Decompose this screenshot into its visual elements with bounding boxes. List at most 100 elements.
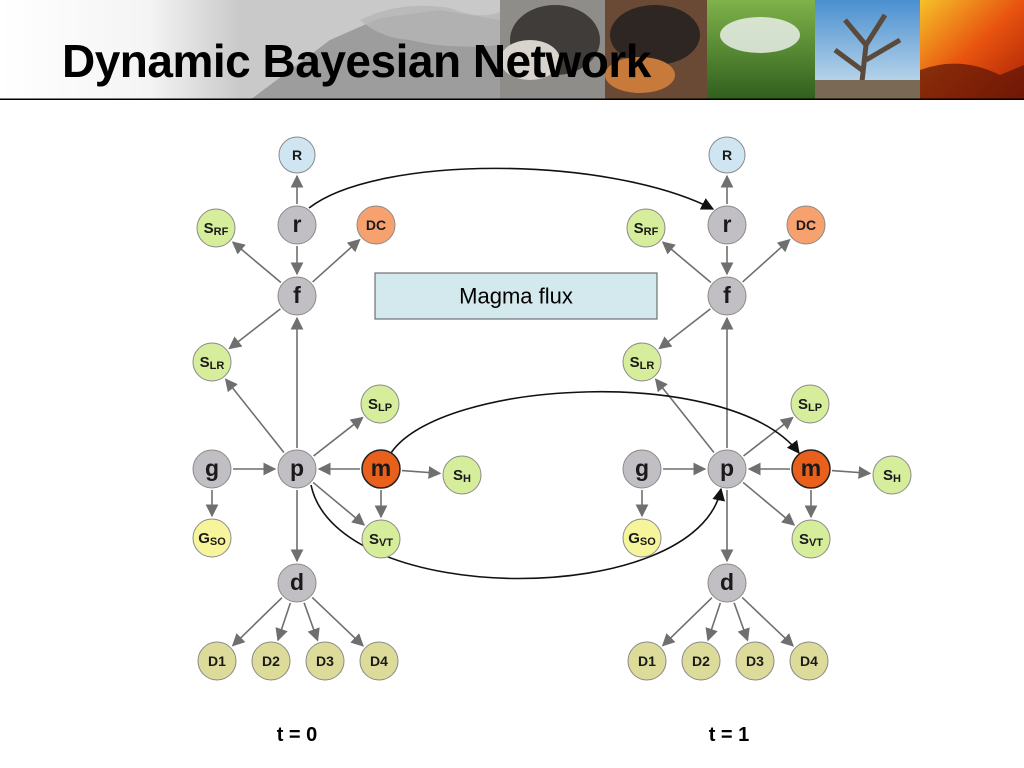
node-circle — [196, 208, 236, 248]
node-circle — [361, 519, 401, 559]
node-label: R — [722, 147, 732, 163]
node-sh-t0: SH — [442, 455, 482, 495]
node-sh-t1: SH — [872, 455, 912, 495]
banner-plume-light — [500, 40, 560, 80]
node-label: D2 — [262, 653, 280, 669]
node-d-t0: d — [277, 563, 317, 603]
edge-m-SH-t0 — [401, 466, 442, 479]
node-label: r — [723, 211, 732, 237]
time-label-t1: t = 1 — [709, 724, 750, 746]
node-d-t1: d — [707, 563, 747, 603]
node-label: p — [720, 455, 734, 481]
node-circle — [192, 342, 232, 382]
edge-p-SVT-t0 — [312, 481, 366, 526]
node-circle — [442, 455, 482, 495]
node-f-t0: f — [277, 276, 317, 316]
node-circle — [277, 563, 317, 603]
node-label: SH — [883, 467, 901, 486]
node-label: SLR — [200, 354, 225, 373]
node-circle — [707, 449, 747, 489]
node-label: D3 — [316, 653, 334, 669]
node-d4-t0: D4 — [359, 641, 399, 681]
edge-d-D1-t1 — [661, 597, 713, 647]
node-label: p — [290, 455, 304, 481]
magma-flux-box-rect — [374, 272, 658, 320]
node-d3-t0: D3 — [305, 641, 345, 681]
node-circle — [192, 518, 232, 558]
edge-f-DC-t1 — [742, 238, 791, 283]
temporal-link-layer — [308, 167, 800, 580]
node-slr-t0: SLR — [192, 342, 232, 382]
node-svt-t1: SVT — [791, 519, 831, 559]
node-circle — [305, 641, 345, 681]
node-circle — [681, 641, 721, 681]
node-m-t0: m — [361, 449, 401, 489]
time-label-t0: t = 0 — [277, 724, 318, 746]
node-g-t1: g — [622, 449, 662, 489]
node-p-t1: p — [707, 449, 747, 489]
node-dc-t0: DC — [356, 205, 396, 245]
node-d1-t0: D1 — [197, 641, 237, 681]
node-circle — [791, 449, 831, 489]
node-label: SRF — [204, 220, 229, 239]
node-r-t1: r — [707, 205, 747, 245]
node-circle — [622, 518, 662, 558]
node-circle — [789, 641, 829, 681]
node-circle — [786, 205, 826, 245]
node-f-t1: f — [707, 276, 747, 316]
node-label: D4 — [370, 653, 388, 669]
banner-ash-cloud — [610, 5, 700, 65]
edge-d-D1-t0 — [231, 597, 283, 647]
banner-ground — [815, 80, 920, 100]
node-slp-t1: SLP — [790, 384, 830, 424]
node-gso-t1: GSO — [622, 518, 662, 558]
banner-dead-tree — [833, 13, 902, 100]
node-label: f — [723, 282, 731, 308]
node-label: D1 — [208, 653, 226, 669]
edge-f-SRF-t0 — [231, 241, 282, 284]
node-dc-t1: DC — [786, 205, 826, 245]
node-r-t0: r — [277, 205, 317, 245]
edge-layer — [205, 174, 872, 647]
node-label: g — [205, 455, 219, 481]
node-label: GSO — [198, 530, 226, 549]
edge-d-D2-t1 — [705, 602, 722, 642]
node-circle — [277, 276, 317, 316]
node-d4-t1: D4 — [789, 641, 829, 681]
edge-p-SLR-t0 — [224, 378, 285, 454]
node-circle — [622, 449, 662, 489]
node-circle — [707, 276, 747, 316]
node-g-t0: g — [192, 449, 232, 489]
node-d1-t1: D1 — [627, 641, 667, 681]
edge-p-SLP-t1 — [743, 416, 794, 457]
banner-ash-glow — [605, 57, 675, 93]
edge-d-D2-t0 — [275, 602, 292, 642]
node-label: f — [293, 282, 301, 308]
banner-lava-crust — [920, 63, 1024, 100]
volcano-photo-banner — [0, 0, 1024, 100]
node-circle — [626, 208, 666, 248]
node-label: D3 — [746, 653, 764, 669]
node-circle — [735, 641, 775, 681]
node-label: g — [635, 455, 649, 481]
edge-f-SLR-t0 — [228, 308, 281, 350]
edge-p-SVT-t1 — [742, 481, 796, 526]
node-slp-t0: SLP — [360, 384, 400, 424]
node-label: r — [293, 211, 302, 237]
banner-smoke — [360, 5, 500, 47]
node-label: d — [290, 569, 304, 595]
node-circle — [356, 205, 396, 245]
edge-d-D3-t0 — [303, 602, 320, 642]
node-label: SLP — [798, 396, 822, 415]
node-circle — [360, 384, 400, 424]
node-circle — [277, 449, 317, 489]
node-d3-t1: D3 — [735, 641, 775, 681]
node-label: R — [292, 147, 302, 163]
magma-flux-label: Magma flux — [459, 284, 573, 309]
node-circle — [707, 205, 747, 245]
node-circle — [192, 449, 232, 489]
edge-d-D4-t1 — [741, 596, 794, 647]
temporal-link-m — [390, 390, 800, 455]
node-slr-t1: SLR — [622, 342, 662, 382]
banner-steam — [720, 17, 800, 53]
